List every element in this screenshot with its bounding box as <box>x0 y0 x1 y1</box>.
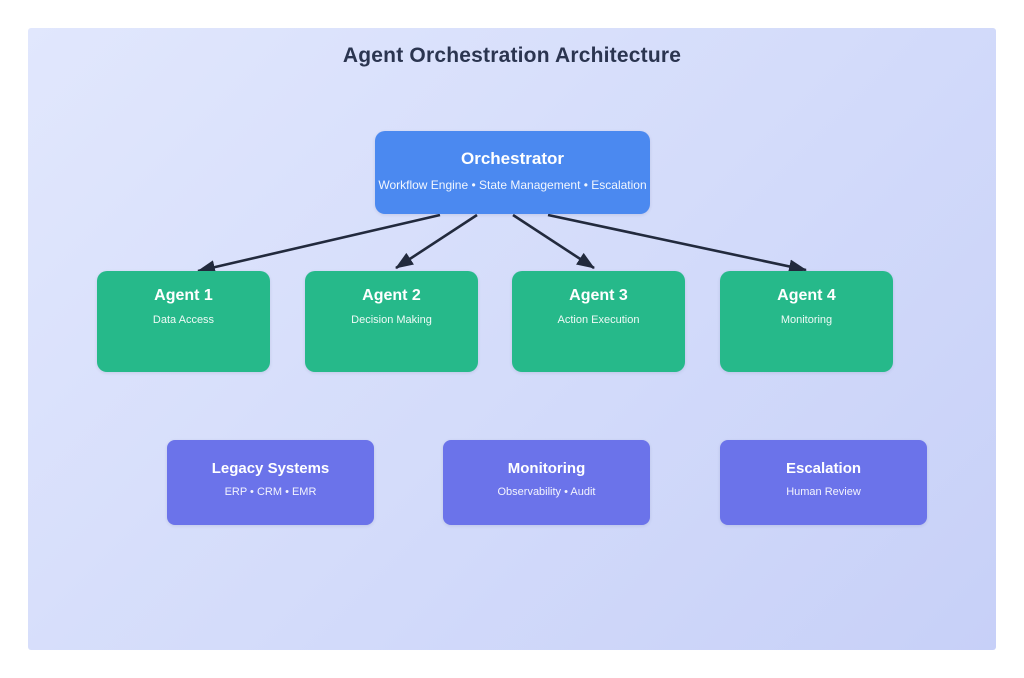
diagram-title: Agent Orchestration Architecture <box>342 44 682 67</box>
node-agent-4: Agent 4 Monitoring <box>720 271 893 372</box>
node-agent-3: Agent 3 Action Execution <box>512 271 685 372</box>
arrow-orchestrator-to-agent-1 <box>197 213 441 274</box>
node-orchestrator: Orchestrator Workflow Engine • State Man… <box>375 131 650 214</box>
node-legacy-systems: Legacy Systems ERP • CRM • EMR <box>167 440 374 525</box>
node-agent-2: Agent 2 Decision Making <box>305 271 478 372</box>
node-agent-1-title: Agent 1 <box>154 287 213 304</box>
node-orchestrator-subtitle: Workflow Engine • State Management • Esc… <box>378 178 647 192</box>
arrow-orchestrator-to-agent-3 <box>512 213 595 270</box>
arrow-orchestrator-to-agent-4 <box>547 213 807 274</box>
node-monitoring: Monitoring Observability • Audit <box>443 440 650 525</box>
node-monitoring-title: Monitoring <box>507 460 586 477</box>
node-escalation-title: Escalation <box>785 460 862 477</box>
node-agent-2-title: Agent 2 <box>362 287 421 304</box>
node-agent-4-subtitle: Monitoring <box>780 314 833 326</box>
diagram-canvas: Agent Orchestration Architecture Orchest… <box>28 28 996 650</box>
node-agent-1-subtitle: Data Access <box>152 314 215 326</box>
node-orchestrator-title: Orchestrator <box>461 149 564 168</box>
node-legacy-systems-subtitle: ERP • CRM • EMR <box>224 486 317 498</box>
node-agent-1: Agent 1 Data Access <box>97 271 270 372</box>
node-escalation: Escalation Human Review <box>720 440 927 525</box>
node-escalation-subtitle: Human Review <box>786 486 861 498</box>
arrow-orchestrator-to-agent-2 <box>395 213 478 270</box>
node-agent-2-subtitle: Decision Making <box>351 314 432 326</box>
node-agent-4-title: Agent 4 <box>777 287 836 304</box>
node-legacy-systems-title: Legacy Systems <box>211 460 330 477</box>
node-agent-3-subtitle: Action Execution <box>557 314 640 326</box>
node-agent-3-title: Agent 3 <box>569 287 628 304</box>
node-monitoring-subtitle: Observability • Audit <box>497 486 596 498</box>
